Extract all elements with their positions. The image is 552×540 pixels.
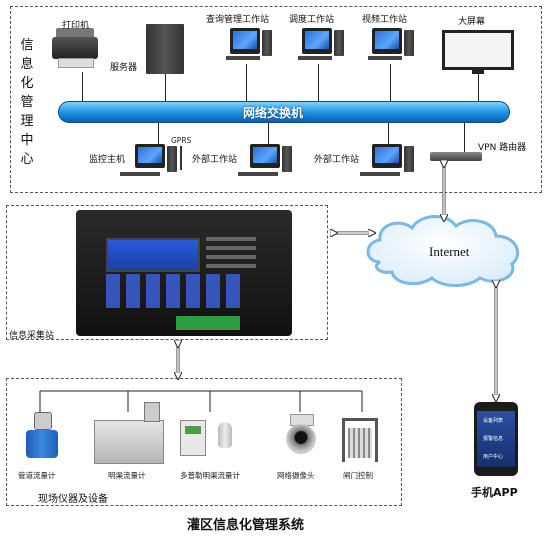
rtu-device-icon <box>76 210 292 336</box>
internet-label: Internet <box>429 244 470 259</box>
network-switch-bus <box>58 101 510 123</box>
connector <box>464 122 465 152</box>
video-station-label: 视频工作站 <box>362 15 408 25</box>
connector <box>388 122 389 146</box>
device-label: 管道流量计 <box>18 471 56 480</box>
printer-label: 打印机 <box>62 21 90 31</box>
gate-control-icon <box>342 418 378 462</box>
phone-menu-item: 用户中心 <box>483 454 504 460</box>
device-label: 明渠流量计 <box>108 471 146 480</box>
computer-icon <box>302 28 332 54</box>
doppler-flowmeter-icon <box>180 416 240 462</box>
field-devices-label: 现场仪器及设备 <box>38 494 108 505</box>
phone-menu-item: 设备列表 <box>483 418 504 424</box>
tower-icon <box>404 146 414 172</box>
printer-icon <box>52 28 98 68</box>
external-station-label: 外部工作站 <box>314 155 360 165</box>
management-center-box <box>10 6 542 193</box>
keyboard-icon <box>368 56 402 60</box>
big-screen-icon <box>442 30 514 70</box>
device-label: 闸门控制 <box>343 471 373 480</box>
connector <box>318 64 319 102</box>
query-station-label: 查询管理工作站 <box>206 15 270 25</box>
tower-icon <box>282 146 292 172</box>
diagram-title: 灌区信息化管理系统 <box>187 518 305 533</box>
vpn-router-icon <box>430 152 482 161</box>
computer-icon <box>250 144 280 168</box>
tower-icon <box>167 146 177 172</box>
stand-icon <box>472 70 484 74</box>
server-icon <box>146 24 184 74</box>
open-channel-flowmeter-icon <box>94 402 164 464</box>
connector <box>246 64 247 102</box>
tower-icon <box>262 30 272 56</box>
computer-icon <box>372 28 402 54</box>
monitor-host-label: 监控主机 <box>89 155 126 165</box>
pipe-flowmeter-icon <box>22 412 62 464</box>
field-devices-box <box>6 378 402 506</box>
computer-icon <box>372 144 402 168</box>
keyboard-icon <box>120 172 160 176</box>
connector <box>268 122 269 146</box>
collection-station-box <box>6 205 328 340</box>
computer-icon <box>135 144 165 168</box>
keyboard-icon <box>226 56 260 60</box>
internet-cloud-icon <box>366 215 519 287</box>
keyboard-icon <box>298 56 332 60</box>
external-station-label: 外部工作站 <box>192 155 238 165</box>
connector <box>390 64 391 102</box>
phone-menu-item: 报警信息 <box>483 436 504 442</box>
device-label: 多普勒明渠流量计 <box>180 471 240 480</box>
device-label: 网络摄像头 <box>277 471 315 480</box>
keyboard-icon <box>238 172 278 176</box>
collection-station-label: 信息采集站 <box>9 331 55 341</box>
connector <box>158 122 159 146</box>
connector <box>165 74 166 102</box>
network-camera-icon <box>284 414 318 456</box>
gprs-label: GPRS <box>171 136 192 145</box>
network-switch-label: 网络交换机 <box>243 106 304 120</box>
server-label: 服务器 <box>110 63 138 73</box>
tower-icon <box>334 30 344 56</box>
connector <box>82 72 83 102</box>
big-screen-label: 大屏幕 <box>458 17 486 27</box>
vpn-router-label: VPN 路由器 <box>478 143 527 153</box>
tower-icon <box>404 30 414 56</box>
phone-app-label: 手机APP <box>471 486 518 499</box>
dispatch-station-label: 调度工作站 <box>289 15 335 25</box>
phone-icon: 设备列表 报警信息 用户中心 <box>474 402 518 476</box>
antenna-icon <box>180 146 182 170</box>
management-center-title: 信息化管理中心 <box>20 38 34 167</box>
computer-icon <box>230 28 260 54</box>
keyboard-icon <box>360 172 400 176</box>
connector <box>478 74 479 102</box>
